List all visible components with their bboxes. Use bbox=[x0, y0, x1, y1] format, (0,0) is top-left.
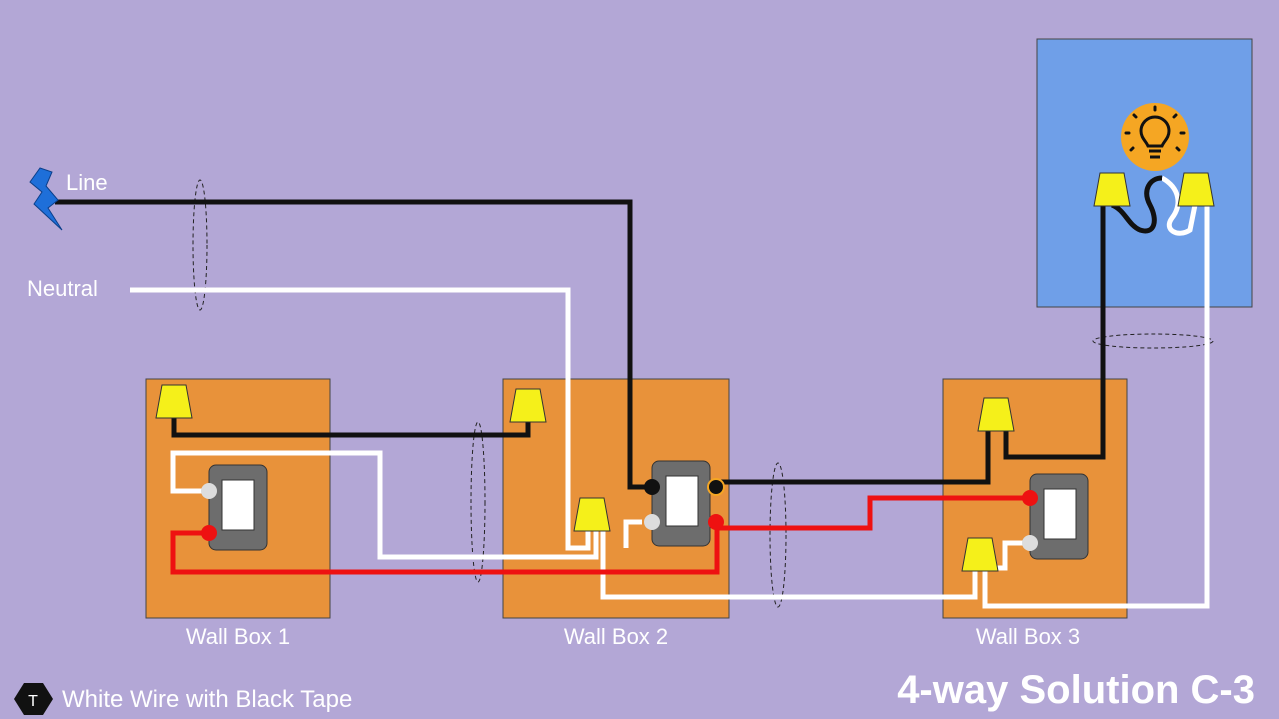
lightning-bolt-icon bbox=[29, 167, 63, 231]
white-wire-box2-switch bbox=[623, 519, 642, 548]
legend-marker-text: T bbox=[28, 693, 38, 710]
legend-text: White Wire with Black Tape bbox=[62, 686, 352, 713]
switch-box-2-four-way bbox=[644, 460, 725, 547]
white-wire-to-light bbox=[982, 205, 1210, 609]
black-wire-box1-box2 bbox=[171, 413, 531, 438]
neutral-label: Neutral bbox=[27, 276, 98, 301]
line-label: Line bbox=[66, 170, 108, 195]
wire-nut bbox=[1093, 172, 1131, 207]
wall-box-2-label: Wall Box 2 bbox=[564, 624, 668, 649]
wall-box-3-label: Wall Box 3 bbox=[976, 624, 1080, 649]
cable-bundle-ellipse bbox=[192, 179, 208, 311]
wire-nut bbox=[155, 384, 193, 419]
wall-box-1-label: Wall Box 1 bbox=[186, 624, 290, 649]
white-wire-box1 bbox=[170, 450, 599, 560]
white-wire-box2-to-box3 bbox=[600, 530, 978, 600]
black-tape-marker-icon bbox=[14, 683, 53, 715]
switch-box-3 bbox=[1022, 473, 1089, 560]
neutral-wire bbox=[130, 287, 591, 551]
legend: T White Wire with Black Tape bbox=[14, 683, 352, 715]
wire-nut bbox=[1177, 172, 1215, 207]
cable-bundle-ellipse bbox=[769, 462, 787, 608]
line-hot-wire bbox=[55, 199, 650, 490]
wire-nut bbox=[961, 537, 999, 572]
light-bulb-icon bbox=[1121, 103, 1189, 171]
traveler-wire-box2-box3 bbox=[717, 495, 1028, 531]
black-wire-box2-to-box3 bbox=[716, 427, 991, 485]
fixture-black-lead bbox=[1110, 175, 1163, 234]
cable-bundle-ellipse bbox=[1092, 333, 1214, 349]
light-fixture-box bbox=[1036, 38, 1253, 308]
traveler-wire-box1-box2 bbox=[170, 522, 720, 575]
diagram-title: 4-way Solution C-3 bbox=[897, 668, 1255, 712]
fixture-white-lead bbox=[1160, 175, 1198, 236]
wire-nut bbox=[509, 388, 547, 423]
wire-nut bbox=[977, 397, 1015, 432]
white-wire-box3-switch bbox=[993, 540, 1028, 571]
switch-box-1 bbox=[201, 464, 268, 551]
cable-bundle-ellipse bbox=[470, 421, 486, 583]
wire-nut bbox=[573, 497, 611, 532]
black-wire-box3-to-light bbox=[1003, 205, 1106, 460]
